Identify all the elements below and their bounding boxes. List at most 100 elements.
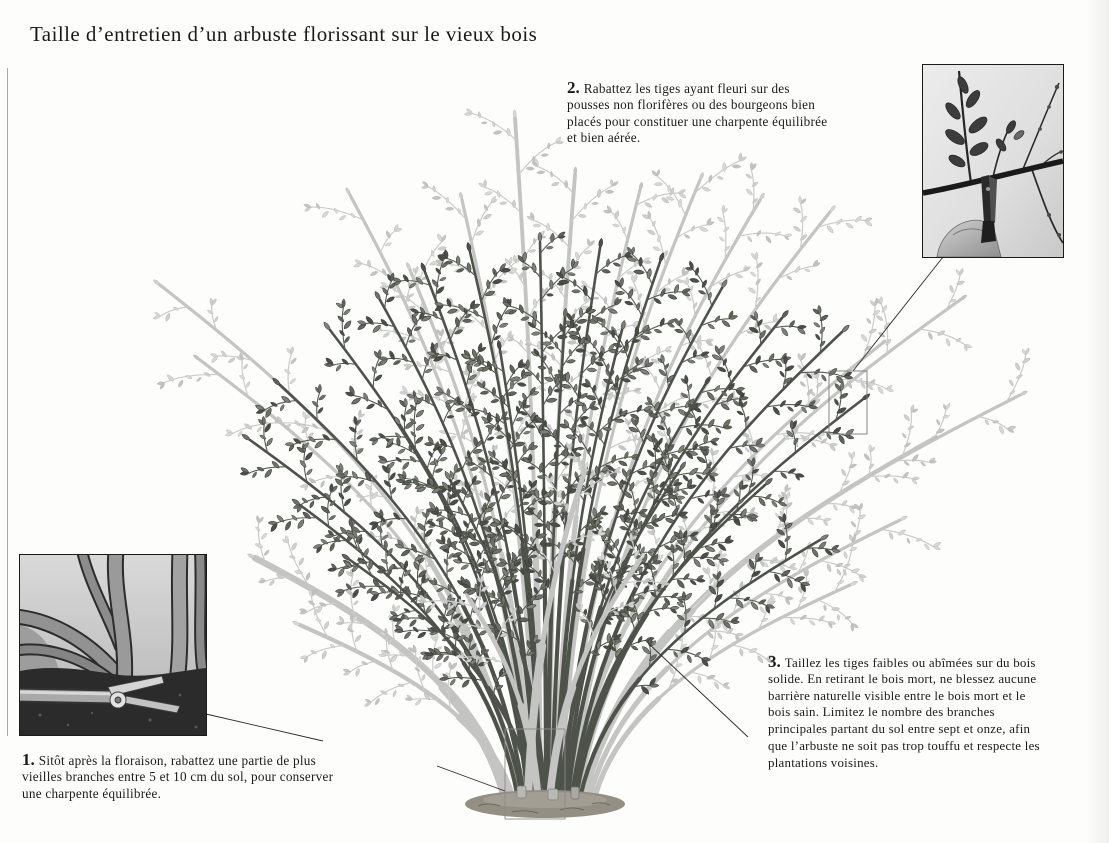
leaf [689, 277, 699, 283]
leaf [815, 381, 823, 388]
leaf [614, 210, 620, 220]
leaf [445, 207, 453, 210]
leaf [892, 477, 899, 484]
leaf [686, 654, 692, 663]
leaf [531, 331, 540, 336]
leaf [461, 679, 471, 689]
leaf [414, 699, 422, 707]
leaf [565, 372, 570, 383]
leaf [903, 460, 910, 466]
leaf [353, 600, 359, 606]
leaf [397, 448, 406, 455]
leaf [836, 568, 842, 576]
leaf [433, 662, 442, 669]
leaf [341, 358, 350, 366]
leaf [751, 181, 758, 188]
annotation-text: Rabattez les tiges ayant fleuri sur des [584, 81, 790, 96]
leaf [813, 321, 821, 328]
leaf [529, 249, 536, 253]
leaf [343, 319, 353, 330]
leaf [849, 546, 857, 551]
leaf [654, 328, 663, 334]
leaf [1016, 374, 1024, 380]
leaf [906, 538, 911, 545]
leaf [370, 270, 379, 276]
leaf [350, 397, 361, 406]
leaf [214, 316, 219, 323]
twig [774, 326, 798, 328]
leaf [241, 433, 251, 442]
leaf [337, 315, 345, 323]
annotation-line: une charpente équilibrée. [22, 786, 333, 803]
leaf [271, 377, 281, 387]
leaf [493, 130, 502, 135]
twig [826, 504, 850, 507]
scan-edge-shade [1087, 0, 1109, 843]
leaf [697, 497, 705, 505]
leaf [711, 644, 719, 650]
leaf [652, 246, 661, 252]
leaf [455, 670, 464, 680]
leaf [255, 542, 264, 548]
leaf [402, 274, 410, 283]
leaf [499, 201, 507, 205]
leaf [845, 222, 854, 229]
leaf [533, 224, 541, 227]
leaf [480, 390, 489, 395]
leaf [284, 368, 291, 375]
leaf [533, 238, 536, 245]
leaf [744, 447, 750, 453]
leaf [811, 441, 817, 447]
leaf [685, 427, 693, 436]
leaf [546, 246, 554, 250]
leaf [309, 500, 315, 509]
leaf [285, 442, 294, 445]
leaf [484, 191, 493, 196]
photo-base-cut-image [20, 555, 206, 735]
leaf [627, 436, 631, 443]
twig [387, 460, 423, 462]
leaf [673, 284, 680, 294]
leaf [177, 379, 184, 388]
leaf [559, 285, 564, 294]
leaf [1022, 357, 1031, 364]
leaf [811, 548, 820, 558]
leaf [695, 474, 703, 481]
leaf [547, 346, 554, 349]
leaf [460, 563, 469, 570]
leaf [304, 451, 314, 461]
leaf [715, 427, 722, 435]
leaf [566, 359, 576, 364]
leaf [573, 384, 578, 393]
leaf [478, 111, 482, 118]
leaf [731, 620, 740, 623]
annotation-text: Sitôt après la floraison, rabattez une p… [39, 753, 316, 768]
leaf [305, 468, 313, 476]
leaf [412, 626, 419, 633]
leaf [784, 355, 787, 364]
leaf [289, 378, 297, 385]
leaf [342, 308, 351, 316]
leaf [385, 592, 393, 600]
leaf [683, 573, 691, 582]
leaf [296, 518, 305, 529]
leaf [265, 437, 273, 447]
leaf [860, 333, 868, 342]
leaf [598, 238, 603, 248]
leaf [772, 406, 781, 416]
leaf [152, 279, 161, 287]
leaf [496, 190, 501, 198]
leaf [735, 274, 743, 279]
leaf [355, 668, 361, 677]
leaf [779, 370, 786, 378]
leaf [449, 678, 456, 686]
leaf [668, 278, 671, 285]
leaf [546, 397, 557, 403]
leaf [624, 300, 634, 306]
leaf [707, 418, 716, 429]
leaf [551, 181, 560, 187]
leaf [260, 532, 267, 540]
leaf [874, 477, 880, 483]
annotation-line: vieilles branches entre 5 et 10 cm du so… [22, 769, 333, 786]
leaf [439, 530, 448, 536]
